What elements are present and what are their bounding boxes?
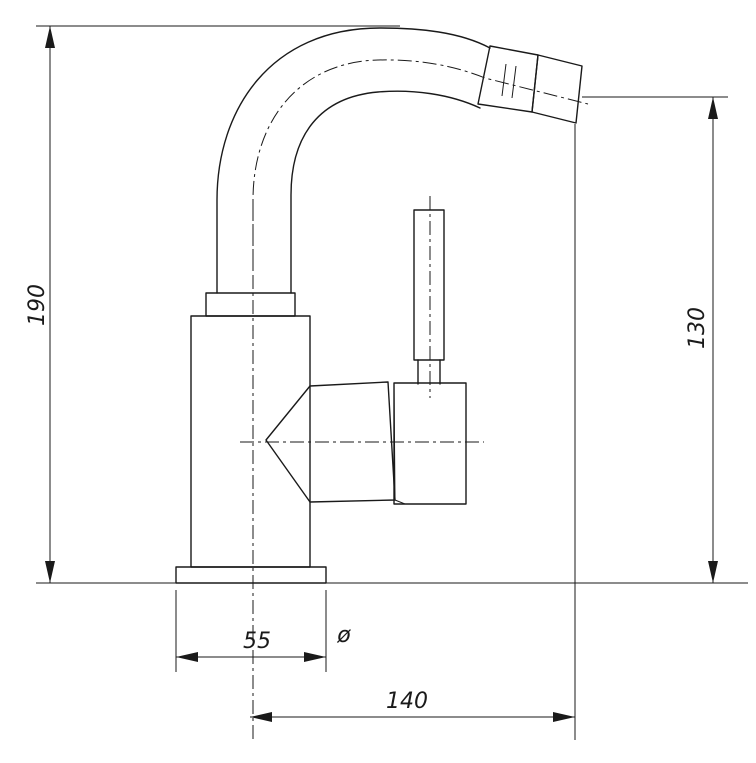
cartridge-seam [393,382,406,505]
dimension-label-140: 140 [386,689,428,714]
arrow-top [45,26,55,48]
dimension-base-diameter: 55 ø [175,590,351,672]
arrow-right-140 [553,712,575,722]
dimension-reach: 140 [250,689,575,722]
cartridge-connector [309,381,396,503]
arrow-left-55 [176,652,198,662]
aerator-groove-1 [501,63,507,97]
base-plate [175,566,327,584]
centre-lines [240,59,589,740]
spout-collar [205,292,296,317]
aerator-groove-2 [511,65,517,99]
cartridge-cone [265,385,311,503]
spout-inner-edge [290,90,481,294]
dimension-spout-height: 130 [574,96,728,740]
diameter-symbol: ø [336,623,351,648]
lever-stick [413,209,445,361]
faucet-outline [175,27,583,584]
aerator-rear [477,45,539,113]
spout-centre-line [252,59,589,270]
arrow-left-140 [250,712,272,722]
dimension-label-130: 130 [685,307,710,349]
arrow-right-55 [304,652,326,662]
arrow-top-130 [708,97,718,119]
spout-outer-edge [216,27,491,294]
arrow-bottom [45,561,55,583]
cartridge-cap [393,382,467,505]
dimension-total-height: 190 [25,25,748,584]
arrow-bottom-130 [708,561,718,583]
dimension-label-55: 55 [243,629,271,654]
aerator-front [531,54,583,124]
dimension-label-190: 190 [25,284,50,326]
